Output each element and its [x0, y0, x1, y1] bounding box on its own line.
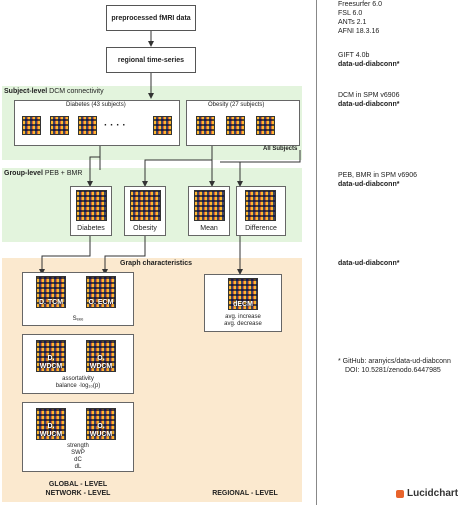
tool-dcm: DCM in SPM v6906 — [338, 92, 400, 99]
tool-afni: AFNI 18.3.16 — [338, 28, 380, 35]
o-wucm-label: O. WUCM — [89, 423, 113, 438]
d-tcm-label: D. TCM — [38, 299, 64, 306]
tool-fsl: FSL 6.0 — [338, 10, 363, 17]
group-mean-label: Mean — [200, 225, 218, 232]
right-divider — [316, 0, 317, 505]
balance-label: balance ·log₁₀(p) — [55, 383, 101, 389]
group-difference-label: Difference — [245, 225, 277, 232]
subject-level-title: Subject-level DCM connectivity — [4, 88, 104, 95]
o-wdcm-matrix: O. WDCM — [86, 340, 116, 372]
subject-matrix — [153, 116, 172, 135]
group-difference-matrix — [245, 190, 276, 221]
o-ecm-label: O. ECM — [88, 299, 114, 306]
o-wucm-matrix: O. WUCM — [86, 408, 116, 440]
decm-matrix: dECM — [228, 278, 258, 310]
timeseries-box: regional time-series — [106, 47, 196, 73]
flow-arrows — [39, 31, 301, 275]
subject-matrix — [196, 116, 215, 135]
obesity-subjects-label: Obesity (27 subjects) — [208, 102, 265, 108]
assortativity-label: assortativity — [62, 376, 94, 382]
group-diabetes-label: Diabetes — [77, 225, 105, 232]
regional-level-label: REGIONAL - LEVEL — [212, 490, 278, 497]
d-wdcm-label: D. WDCM — [39, 355, 63, 370]
subject-level-bold: Subject-level — [4, 88, 48, 95]
group-obesity-matrix — [130, 190, 161, 221]
d-wucm-label: D. WUCM — [39, 423, 63, 438]
dl-label: dL — [74, 464, 82, 470]
d-wucm-matrix: D. WUCM — [36, 408, 66, 440]
swp-label: SWP — [71, 450, 85, 456]
repo-label-4: data-ud-diabconn* — [338, 260, 400, 267]
tool-peb: PEB, BMR in SPM v6906 — [338, 172, 417, 179]
global-level-label: GLOBAL - LEVEL — [48, 481, 108, 488]
repo-label-3: data-ud-diabconn* — [338, 181, 400, 188]
preprocessed-box: preprocessed fMRI data — [106, 5, 196, 31]
d-tcm-matrix: D. TCM — [36, 276, 66, 308]
decm-label: dECM — [233, 301, 253, 308]
tool-gift: GIFT 4.0b — [338, 52, 370, 59]
tool-freesurfer: Freesurfer 6.0 — [338, 1, 382, 8]
subject-level-rest: DCM connectivity — [47, 88, 104, 95]
group-mean-matrix — [194, 190, 225, 221]
timeseries-label: regional time-series — [117, 56, 185, 64]
repo-label-1: data-ud-diabconn* — [338, 61, 400, 68]
graph-characteristics-title: Graph characteristics — [120, 260, 192, 267]
tool-ants: ANTs 2.1 — [338, 19, 367, 26]
lucidchart-logo: Lucidchart — [396, 488, 458, 499]
subject-matrix — [226, 116, 245, 135]
github-note: * GitHub: aranyics/data-ud-diabconn — [338, 358, 451, 365]
strength-label: strength — [67, 443, 89, 449]
all-subjects-label: All Subjects — [263, 146, 298, 152]
group-level-title: Group-level PEB + BMR — [4, 170, 82, 177]
group-level-bold: Group-level — [4, 170, 43, 177]
lucidchart-label: Lucidchart — [407, 488, 459, 499]
subject-matrix — [256, 116, 275, 135]
subject-matrix — [22, 116, 41, 135]
diabetes-subjects-box — [14, 100, 180, 146]
lucidchart-icon — [396, 489, 404, 498]
subject-matrix — [50, 116, 69, 135]
group-level-rest: PEB + BMR — [42, 170, 83, 177]
s-deg-label: Sₑₑₑ — [72, 316, 84, 322]
ellipsis-dots: · · · · — [104, 120, 126, 131]
d-wdcm-matrix: D. WDCM — [36, 340, 66, 372]
diabetes-subjects-label: Diabetes (43 subjects) — [66, 102, 126, 108]
group-obesity-label: Obesity — [133, 225, 157, 232]
subject-matrix — [78, 116, 97, 135]
avg-decrease-label: avg. decrease — [224, 321, 262, 327]
doi-note: DOI: 10.5281/zenodo.6447985 — [345, 367, 441, 374]
dc-label: dC — [74, 457, 82, 463]
repo-label-2: data-ud-diabconn* — [338, 101, 400, 108]
o-wdcm-label: O. WDCM — [89, 355, 113, 370]
avg-increase-label: avg. increase — [225, 314, 261, 320]
o-ecm-matrix: O. ECM — [86, 276, 116, 308]
group-diabetes-matrix — [76, 190, 107, 221]
preprocessed-label: preprocessed fMRI data — [111, 14, 191, 22]
network-level-label: NETWORK - LEVEL — [45, 490, 111, 497]
